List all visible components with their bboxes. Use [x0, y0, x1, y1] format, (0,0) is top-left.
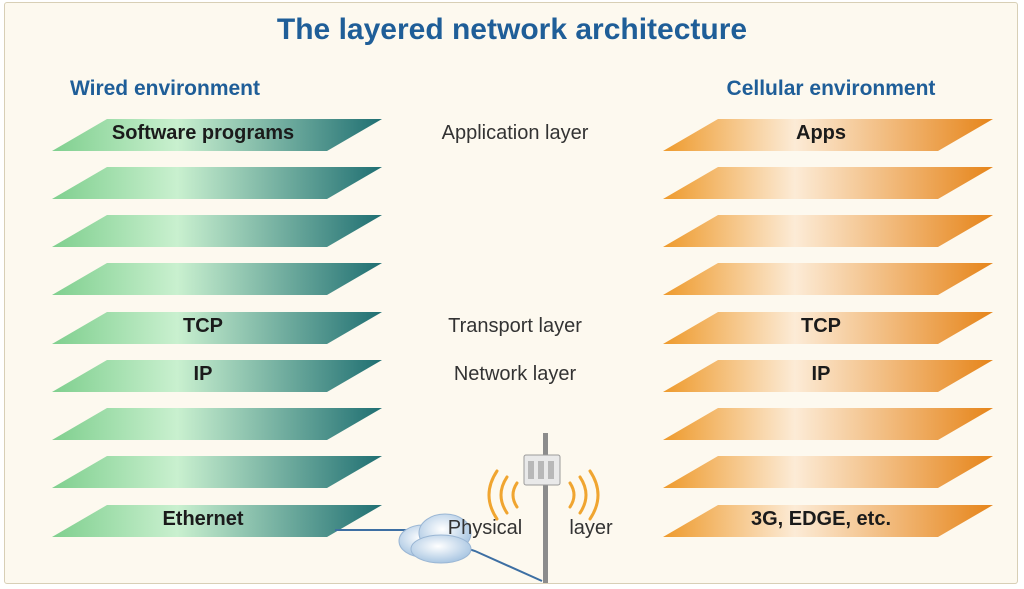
wired-heading: Wired environment: [69, 77, 260, 100]
cellular-layer-slab: [663, 312, 993, 344]
cellular-layer-slab: [663, 119, 993, 151]
cellular-layer-slab: [663, 456, 993, 488]
cellular-layer-slab: [663, 360, 993, 392]
label-layer: The layered network architecture Wired e…: [5, 3, 1017, 583]
cellular-layer-slab: [663, 215, 993, 247]
cellular-layer-label: TCP: [801, 315, 841, 337]
wired-layer-slab: [52, 505, 382, 537]
signal-wave-icon: [487, 469, 600, 521]
wired-layer-slab: [52, 408, 382, 440]
cloud-icon: [398, 513, 472, 564]
wired-layer-slab: [52, 119, 382, 151]
cellular-layer-slab: [663, 167, 993, 199]
wired-layer-slab: [52, 312, 382, 344]
cellular-layer-slab: [663, 263, 993, 295]
cellular-layer-label: IP: [811, 363, 831, 385]
layer-name-label: Transport layer: [448, 315, 582, 337]
cellular-layer-label: 3G, EDGE, etc.: [750, 508, 892, 530]
wired-layer-label: Software programs: [111, 122, 295, 144]
cellular-heading: Cellular environment: [726, 77, 936, 100]
layer-name-label: Application layer: [441, 122, 589, 144]
cellular-layer-label: Apps: [796, 122, 846, 144]
diagram-frame: The layered network architecture Wired e…: [4, 2, 1018, 584]
layer-word: layer: [569, 517, 613, 539]
wired-layer-label: TCP: [183, 315, 223, 337]
wired-layer-slab: [52, 263, 382, 295]
diagram-title: The layered network architecture: [276, 13, 748, 46]
cell-tower-icon: [523, 433, 561, 583]
wired-layer-slab: [52, 167, 382, 199]
wired-layer-slab: [52, 456, 382, 488]
cellular-layer-slab: [663, 408, 993, 440]
wired-layer-label: Ethernet: [162, 508, 244, 530]
layer-name-label: Network layer: [453, 363, 577, 385]
wired-layer-slab: [52, 215, 382, 247]
wired-layer-label: IP: [193, 363, 213, 385]
cellular-layer-slab: [663, 505, 993, 537]
physical-word: Physical: [447, 517, 523, 539]
diagram-artwork: [52, 119, 993, 583]
wired-layer-slab: [52, 360, 382, 392]
